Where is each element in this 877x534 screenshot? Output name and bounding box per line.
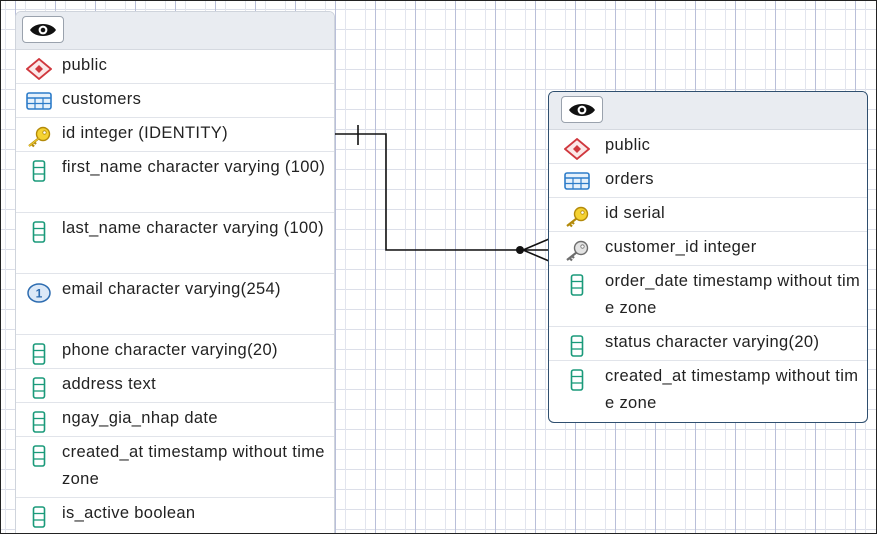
column-icon: [549, 334, 605, 357]
unique-constraint-icon: 1: [16, 281, 62, 304]
table-name-row: customers: [16, 84, 334, 118]
column-definition: created_at timestamp without time zone: [605, 367, 859, 412]
column-definition: customer_id integer: [605, 238, 757, 256]
column-definition: email character varying(254): [62, 280, 281, 298]
schema-row: public: [16, 50, 334, 84]
column-definition: created_at timestamp without time zone: [62, 443, 325, 488]
column-definition: address text: [62, 375, 157, 393]
table-header[interactable]: [16, 12, 334, 50]
column-icon: [16, 505, 62, 528]
column-row[interactable]: ngay_gia_nhap date: [16, 403, 334, 437]
table-name: orders: [605, 170, 654, 188]
table-node-customers[interactable]: public customers id integer (IDENTITY) f…: [15, 11, 335, 533]
column-icon: [16, 342, 62, 365]
column-definition: status character varying(20): [605, 333, 820, 351]
column-definition: order_date timestamp without time zone: [605, 272, 861, 317]
column-row[interactable]: created_at timestamp without time zone: [16, 437, 334, 498]
eye-icon: [568, 101, 596, 119]
primary-key-icon: [549, 205, 605, 228]
schema-icon: [16, 57, 62, 80]
eye-icon: [29, 21, 57, 39]
column-definition: id serial: [605, 204, 666, 222]
column-row[interactable]: status character varying(20): [549, 327, 867, 361]
schema-icon: [549, 137, 605, 160]
column-icon: [16, 220, 62, 243]
column-icon: [16, 410, 62, 433]
column-row[interactable]: order_date timestamp without time zone: [549, 266, 867, 327]
column-icon: [549, 368, 605, 391]
column-icon: [549, 273, 605, 296]
schema-name: public: [62, 56, 108, 74]
toggle-details-button[interactable]: [561, 96, 603, 123]
column-row[interactable]: phone character varying(20): [16, 335, 334, 369]
table-name: customers: [62, 90, 142, 108]
column-row[interactable]: 1 email character varying(254): [16, 274, 334, 335]
column-definition: first_name character varying (100): [62, 158, 326, 176]
table-name-row: orders: [549, 164, 867, 198]
column-definition: is_active boolean: [62, 504, 196, 522]
column-row[interactable]: created_at timestamp without time zone: [549, 361, 867, 422]
column-row[interactable]: last_name character varying (100): [16, 213, 334, 274]
column-icon: [16, 159, 62, 182]
table-icon: [16, 91, 62, 110]
column-row[interactable]: address text: [16, 369, 334, 403]
column-icon: [16, 376, 62, 399]
column-icon: [16, 444, 62, 467]
table-node-orders[interactable]: public orders id serial customer_id inte…: [548, 91, 868, 423]
foreign-key-icon: [549, 239, 605, 262]
schema-name: public: [605, 136, 651, 154]
column-row[interactable]: customer_id integer: [549, 232, 867, 266]
column-definition: id integer (IDENTITY): [62, 124, 228, 142]
column-definition: last_name character varying (100): [62, 219, 324, 237]
column-row[interactable]: id serial: [549, 198, 867, 232]
column-row[interactable]: first_name character varying (100): [16, 152, 334, 213]
crowfoot-marker: [516, 238, 550, 262]
toggle-details-button[interactable]: [22, 16, 64, 43]
column-definition: phone character varying(20): [62, 341, 278, 359]
primary-key-icon: [16, 125, 62, 148]
column-definition: ngay_gia_nhap date: [62, 409, 218, 427]
svg-text:1: 1: [36, 287, 43, 301]
table-header[interactable]: [549, 92, 867, 130]
column-row[interactable]: id integer (IDENTITY): [16, 118, 334, 152]
table-icon: [549, 171, 605, 190]
schema-row: public: [549, 130, 867, 164]
column-row[interactable]: is_active boolean: [16, 498, 334, 532]
